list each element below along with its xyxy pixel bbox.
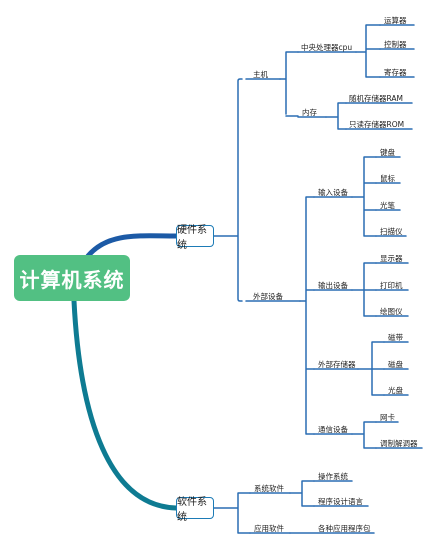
branch-hardware xyxy=(85,233,179,259)
output-devices-node: 输出设备 xyxy=(318,281,348,290)
host-node: 主机 xyxy=(253,70,268,79)
connector-peripherals-children xyxy=(299,196,315,435)
branch-software xyxy=(71,298,179,511)
system-software-node: 系统软件 xyxy=(254,484,284,493)
cpu-node: 中央处理器cpu xyxy=(301,43,353,52)
connector-memory-children xyxy=(325,102,347,130)
input-item-mouse: 鼠标 xyxy=(380,174,395,183)
memory-node: 内存 xyxy=(302,108,317,117)
output-item-printer: 打印机 xyxy=(380,281,403,290)
hardware-system-node: 硬件系统 xyxy=(176,225,214,251)
connector-output-leaf-underlines xyxy=(375,262,409,317)
storage-item-optical-disc: 光盘 xyxy=(388,386,403,395)
system-software-item-os: 操作系统 xyxy=(318,472,348,481)
connector-communication-leaf-underlines xyxy=(375,421,423,449)
connector-input-leaf-underlines xyxy=(375,156,407,237)
storage-item-disk: 磁盘 xyxy=(388,360,403,369)
connector-output-children xyxy=(351,262,377,317)
cpu-item-control-unit: 控制器 xyxy=(384,40,407,49)
application-software-item-packages: 各种应用程序包 xyxy=(318,524,371,533)
input-item-scanner: 扫描仪 xyxy=(380,227,403,236)
input-devices-node: 输入设备 xyxy=(318,188,348,197)
communication-devices-node: 通信设备 xyxy=(318,425,348,434)
storage-item-tape: 磁带 xyxy=(388,333,403,342)
input-item-light-pen: 光笔 xyxy=(380,201,395,210)
connector-communication-children xyxy=(351,421,377,449)
output-item-plotter: 绘图仪 xyxy=(380,307,403,316)
connector-storage-leaf-underlines xyxy=(383,341,409,396)
connector-system-software-children xyxy=(289,480,315,507)
peripherals-node: 外部设备 xyxy=(253,292,283,301)
connector-host-children xyxy=(279,51,299,117)
output-item-monitor: 显示器 xyxy=(380,254,403,263)
connector-cpu-leaf-underlines xyxy=(379,24,415,78)
external-storage-node: 外部存储器 xyxy=(318,360,356,369)
system-software-item-programming-language: 程序设计语言 xyxy=(318,497,363,506)
connector-cpu-children xyxy=(355,24,381,78)
connector-software-trunk xyxy=(213,492,251,534)
connector-input-children xyxy=(351,156,377,237)
input-item-keyboard: 键盘 xyxy=(380,148,395,157)
connector-hardware-trunk xyxy=(213,78,243,302)
cpu-item-register: 寄存器 xyxy=(384,68,407,77)
memory-item-ram: 随机存储器RAM xyxy=(349,94,404,103)
application-software-node: 应用软件 xyxy=(254,524,284,533)
connector-group-underlines xyxy=(313,196,359,435)
memory-item-rom: 只读存储器ROM xyxy=(349,120,405,129)
cpu-item-alu: 运算器 xyxy=(384,16,407,25)
connector-storage-children xyxy=(357,341,385,396)
connector-system-software-leaf-underlines xyxy=(313,480,369,507)
communication-item-modem: 调制解调器 xyxy=(380,439,418,448)
software-system-node: 软件系统 xyxy=(176,497,214,523)
communication-item-nic: 网卡 xyxy=(380,413,395,422)
connector-memory-leaf-underlines xyxy=(345,102,413,130)
root-node: 计算机系统 xyxy=(14,255,130,301)
connector-software-group-underlines xyxy=(249,492,291,534)
